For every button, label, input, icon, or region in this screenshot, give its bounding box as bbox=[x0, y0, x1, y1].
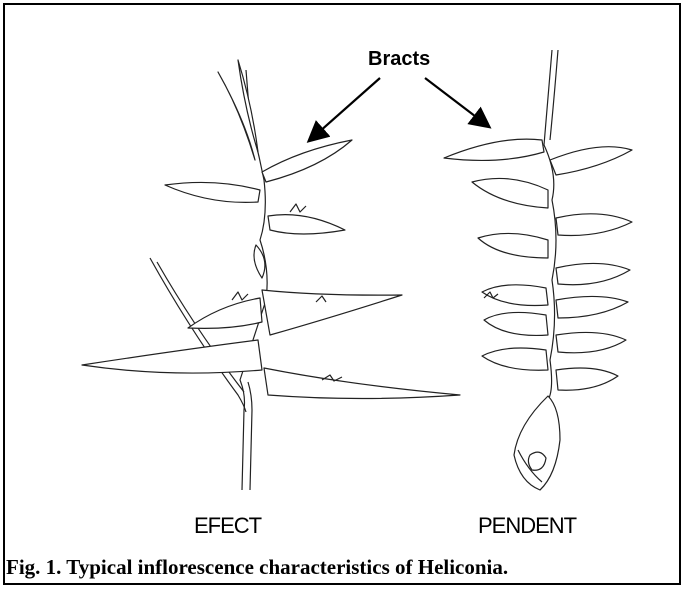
erect-bract-7 bbox=[82, 340, 262, 373]
pendent-bract-3 bbox=[478, 233, 548, 258]
pendent-bract-7 bbox=[484, 312, 548, 335]
pendent-label: PENDENT bbox=[478, 513, 576, 539]
pendent-bract-2 bbox=[556, 214, 632, 236]
erect-bract-6 bbox=[188, 298, 262, 328]
erect-bract-1 bbox=[262, 140, 352, 182]
bracts-callout-arrows bbox=[310, 78, 488, 140]
pendent-bract-9 bbox=[482, 348, 548, 370]
erect-bract-2 bbox=[165, 182, 260, 202]
pendent-bract-top-left bbox=[444, 139, 544, 160]
pendent-bract-1 bbox=[472, 178, 548, 208]
erect-bract-8 bbox=[264, 368, 460, 399]
pendent-bract-10 bbox=[556, 368, 618, 390]
pendent-inflorescence bbox=[444, 50, 632, 490]
pendent-terminal-bud bbox=[514, 396, 560, 490]
erect-bract-3 bbox=[268, 215, 345, 234]
pendent-bract-top-right bbox=[550, 147, 632, 175]
erect-inflorescence bbox=[82, 60, 460, 490]
erect-bract-5 bbox=[262, 290, 402, 335]
erect-side-stem bbox=[150, 258, 246, 412]
pendent-bract-4 bbox=[556, 263, 630, 284]
pendent-bract-8 bbox=[556, 332, 626, 352]
arrow-to-erect-bract bbox=[310, 78, 380, 140]
erect-label: EFECT bbox=[194, 513, 261, 539]
bracts-label: Bracts bbox=[368, 48, 430, 71]
pendent-bract-6 bbox=[556, 296, 628, 318]
pendent-stalk bbox=[544, 50, 556, 400]
arrow-to-pendent-bract bbox=[425, 78, 488, 126]
figure-caption: Fig. 1. Typical inflorescence characteri… bbox=[6, 555, 678, 580]
